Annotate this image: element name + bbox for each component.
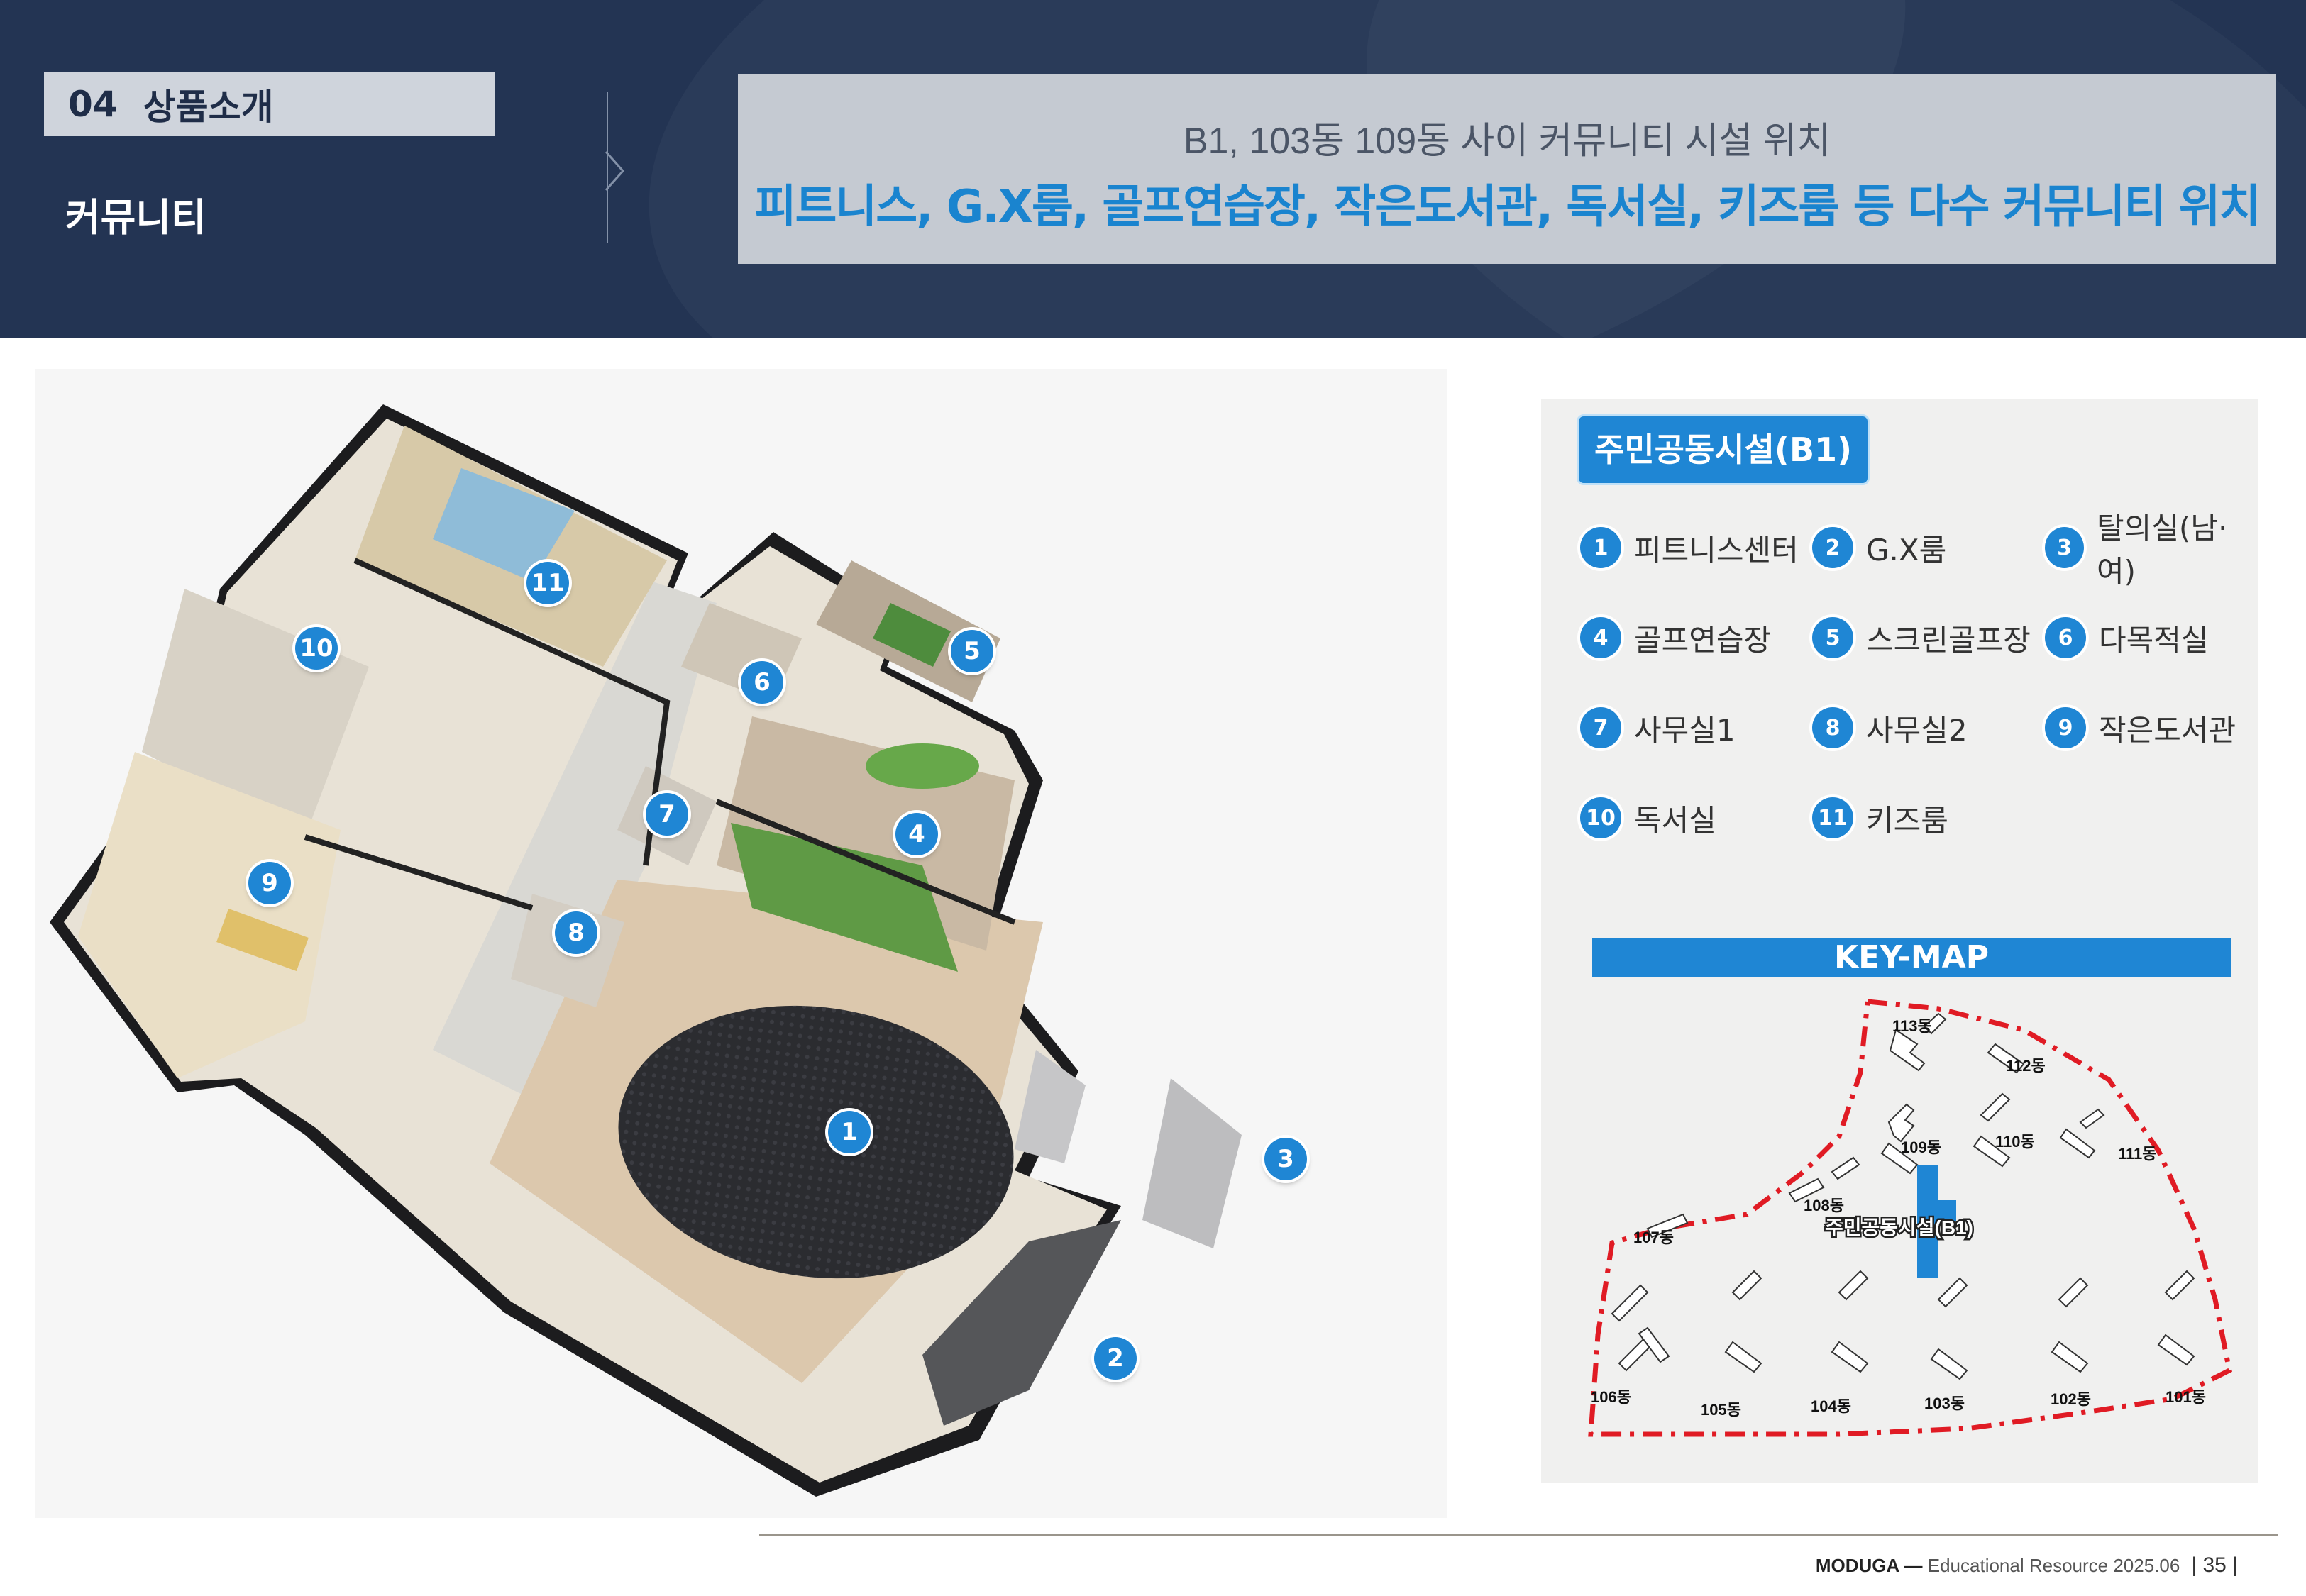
legend-item: 5 스크린골프장 [1812, 615, 2031, 660]
legend-item: 2 G.X룸 [1812, 525, 1946, 570]
floorplan-marker: 9 [248, 862, 291, 904]
legend-number-badge: 3 [2045, 527, 2085, 568]
floorplan-illustration [35, 369, 1447, 1518]
legend-label: 독서실 [1634, 802, 1716, 838]
legend-label: 골프연습장 [1634, 622, 1772, 658]
headline-box: B1, 103동 109동 사이 커뮤니티 시설 위치 피트니스, G.X룸, … [738, 74, 2276, 264]
section-number: 04 [68, 84, 118, 125]
legend-item: 10 독서실 [1580, 795, 1716, 841]
floorplan-drawing [50, 404, 1242, 1497]
keymap-label-108: 108동 [1804, 1197, 1844, 1214]
legend-item: 9 작은도서관 [2045, 705, 2236, 750]
headline-title: 피트니스, G.X룸, 골프연습장, 작은도서관, 독서실, 키즈룸 등 다수 … [754, 181, 2261, 233]
legend-label: 피트니스센터 [1634, 532, 1799, 567]
footer-brand: MODUGA [1815, 1555, 1899, 1576]
keymap-map: 113동 112동 109동 110동 111동 108동 107동 106동 … [1588, 999, 2232, 1437]
legend-label: G.X룸 [1866, 532, 1947, 567]
floorplan-marker: 2 [1094, 1337, 1137, 1380]
keymap-label-104: 104동 [1811, 1397, 1851, 1415]
legend-number-badge: 4 [1580, 617, 1621, 658]
keymap-label-109: 109동 [1901, 1138, 1941, 1156]
floorplan-marker: 10 [295, 627, 338, 670]
section-badge: 04 상품소개 [44, 72, 495, 136]
chevron-right-icon [605, 151, 625, 191]
keymap-title: KEY-MAP [1592, 938, 2231, 977]
legend-number-badge: 5 [1812, 617, 1853, 658]
legend-number-badge: 10 [1580, 797, 1621, 838]
legend-item: 8 사무실2 [1812, 705, 1968, 750]
floorplan-marker: 1 [828, 1111, 871, 1153]
legend-label: 키즈룸 [1866, 802, 1948, 838]
legend-number-badge: 8 [1812, 707, 1853, 748]
header-banner: 04 상품소개 커뮤니티 B1, 103동 109동 사이 커뮤니티 시설 위치… [0, 0, 2306, 338]
floorplan-marker: 8 [555, 911, 597, 954]
legend-label: 작은도서관 [2099, 712, 2236, 748]
legend-number-badge: 1 [1580, 527, 1621, 568]
keymap-label-111: 111동 [2118, 1145, 2157, 1163]
footer-divider [759, 1534, 2278, 1536]
legend-label: 스크린골프장 [1866, 622, 2031, 658]
keymap-label-107: 107동 [1633, 1229, 1674, 1246]
keymap-label-101: 101동 [2166, 1388, 2206, 1406]
subsection-title: 커뮤니티 [65, 195, 206, 240]
legend-number-badge: 6 [2045, 617, 2086, 658]
legend-item: 6 다목적실 [2045, 615, 2209, 660]
floorplan-marker: 11 [526, 562, 569, 604]
legend-label: 사무실1 [1634, 712, 1736, 748]
legend-item: 3 탈의실(남·여) [2045, 511, 2258, 589]
legend-label: 다목적실 [2099, 622, 2209, 658]
keymap-label-110: 110동 [1995, 1133, 2035, 1151]
header-divider [607, 92, 608, 243]
legend-number-badge: 9 [2045, 707, 2086, 748]
legend-title: 주민공동시설(B1) [1577, 414, 1870, 485]
page-number: | 35 | [2191, 1553, 2238, 1577]
floorplan-marker: 3 [1264, 1138, 1307, 1180]
legend-item: 1 피트니스센터 [1580, 525, 1799, 570]
legend-item: 7 사무실1 [1580, 705, 1736, 750]
footer: MODUGA — Educational Resource 2025.06 | 3… [1816, 1553, 2238, 1578]
legend-number-badge: 2 [1812, 527, 1853, 568]
floorplan-marker: 6 [741, 661, 783, 704]
floorplan-marker: 7 [646, 793, 688, 836]
keymap-facility-label: 주민공동시설(B1) [1825, 1217, 1973, 1238]
keymap-label-102: 102동 [2051, 1390, 2091, 1408]
footer-text: Educational Resource 2025.06 [1927, 1555, 2180, 1576]
legend-number-badge: 7 [1580, 707, 1621, 748]
floorplan-marker: 5 [951, 630, 993, 672]
legend-item: 11 키즈룸 [1812, 795, 1948, 841]
keymap-label-113: 113동 [1892, 1017, 1932, 1035]
legend-label: 탈의실(남·여) [2097, 511, 2228, 589]
legend-item: 4 골프연습장 [1580, 615, 1771, 660]
headline-subtitle: B1, 103동 109동 사이 커뮤니티 시설 위치 [1183, 121, 1831, 162]
legend-label: 사무실2 [1866, 712, 1968, 748]
keymap-label-103: 103동 [1924, 1395, 1965, 1412]
footer-dash: — [1899, 1555, 1928, 1576]
section-title: 상품소개 [143, 87, 274, 128]
keymap-label-112: 112동 [2006, 1057, 2046, 1075]
legend-number-badge: 11 [1812, 797, 1853, 838]
keymap-label-105: 105동 [1701, 1401, 1741, 1419]
keymap-label-106: 106동 [1591, 1388, 1631, 1406]
floorplan-marker: 4 [895, 813, 938, 855]
